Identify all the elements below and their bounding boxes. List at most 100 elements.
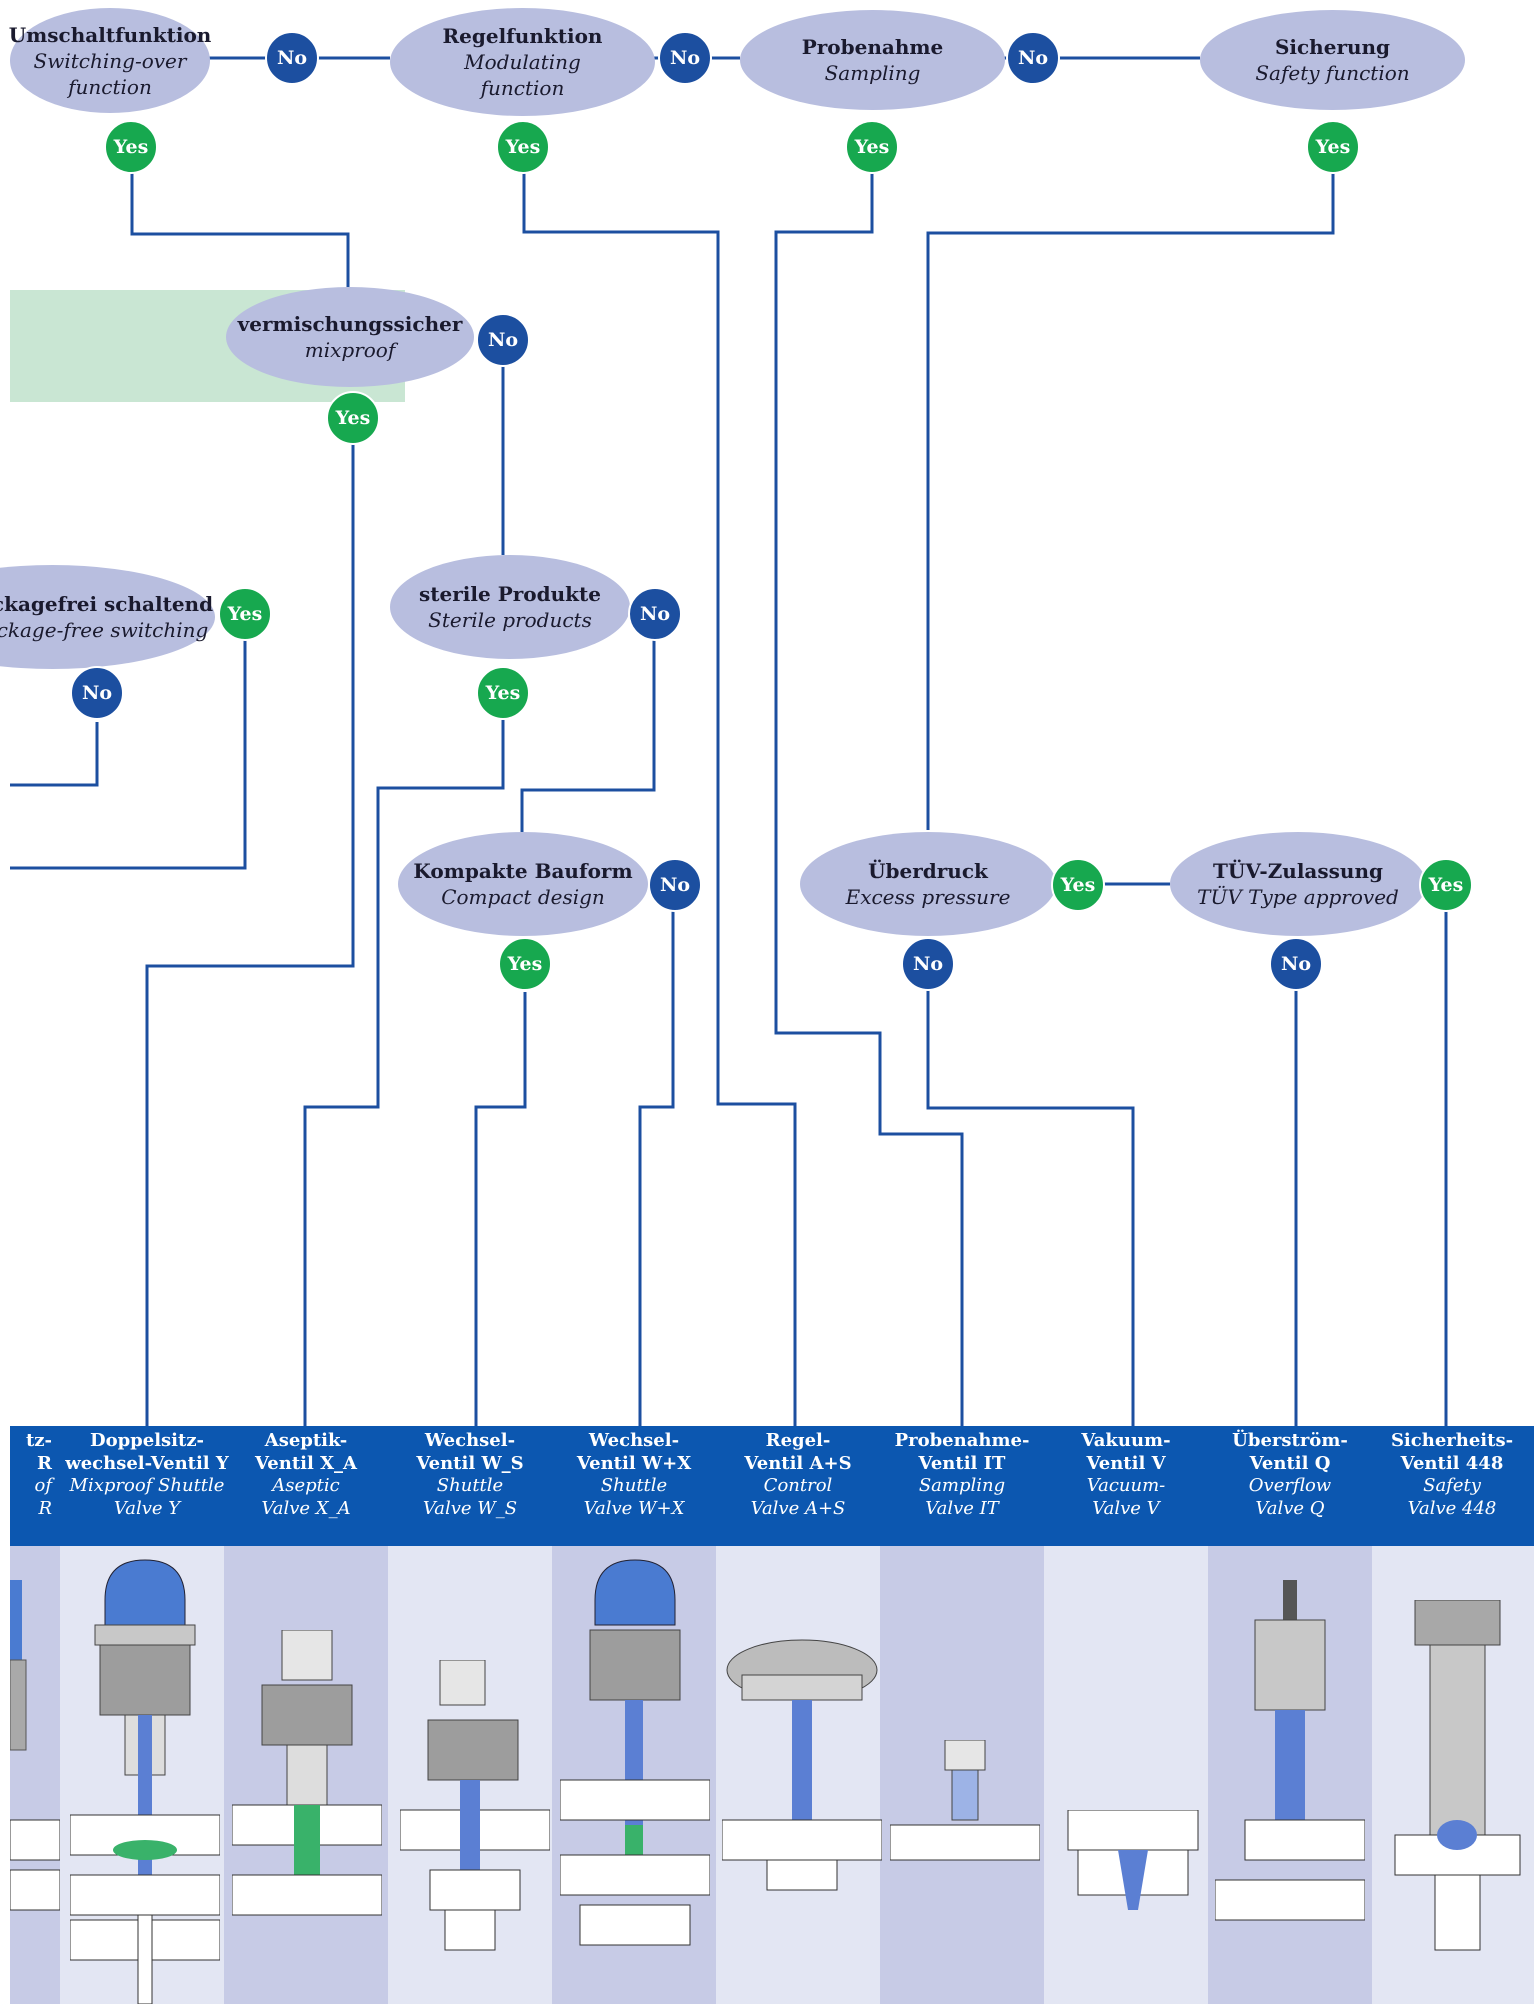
node-compact-de: Kompakte Bauform <box>413 859 633 883</box>
node-leakage-en: ckage-free switching <box>0 618 209 642</box>
col-head-2-de1: Aseptik- <box>264 1430 348 1451</box>
badge-no: No <box>265 31 319 85</box>
col-head-7-de2: Ventil V <box>1086 1452 1166 1474</box>
col-head-8-en2: Valve Q <box>1255 1497 1325 1519</box>
col-head-1: Doppelsitz- wechsel-Ventil Y Mixproof Sh… <box>62 1430 232 1520</box>
link-compact-no <box>638 910 675 1426</box>
col-head-9: Sicherheits- Ventil 448 Safety Valve 448 <box>1372 1430 1532 1520</box>
valve-ws-illustration <box>400 1660 550 1951</box>
col-head-1-de1: Doppelsitz- <box>89 1430 205 1451</box>
node-sampling-en: Sampling <box>824 61 921 85</box>
badge-no: No <box>70 666 124 720</box>
col-head-4-en1: Shuttle <box>600 1475 668 1496</box>
node-modulating-en1: Modulating <box>464 50 581 74</box>
valve-q-illustration <box>1215 1580 1365 1921</box>
col-head-0-de2: R <box>37 1452 52 1474</box>
node-sterile: sterile Produkte Sterile products <box>390 555 630 659</box>
col-head-5: Regel- Ventil A+S Control Valve A+S <box>718 1430 878 1520</box>
node-mixproof-en: mixproof <box>304 338 396 362</box>
node-switching-en1: Switching-over <box>33 48 187 73</box>
badge-no: No <box>901 937 955 991</box>
col-head-0-de1: tz- <box>25 1430 52 1451</box>
node-leakage-de: ckagefrei schaltend <box>0 592 214 616</box>
node-tuv: TÜV-Zulassung TÜV Type approved <box>1170 832 1426 936</box>
valve-y-illustration <box>70 1559 220 2004</box>
col-head-3-en2: Valve W_S <box>422 1497 518 1519</box>
col-head-0-en2: R <box>38 1497 52 1519</box>
col-head-7-en2: Valve V <box>1092 1497 1160 1519</box>
col-head-4-de1: Wechsel- <box>588 1430 680 1451</box>
badge-yes: Yes <box>1419 858 1473 912</box>
col-head-2-en1: Aseptic <box>272 1475 340 1496</box>
node-switching: Umschaltfunktion Switching-over function <box>8 8 212 113</box>
col-head-8: Überström- Ventil Q Overflow Valve Q <box>1210 1430 1370 1520</box>
col-head-2-de2: Ventil X_A <box>254 1452 358 1474</box>
badge-yes: Yes <box>218 587 272 641</box>
col-head-1-de2: wechsel-Ventil Y <box>65 1452 229 1474</box>
valve-448-illustration <box>1394 1600 1521 1951</box>
badge-no: No <box>1006 31 1060 85</box>
valve-header-band <box>10 1426 1534 1546</box>
col-head-5-de1: Regel- <box>765 1430 831 1451</box>
node-mixproof-de: vermischungssicher <box>237 312 463 336</box>
node-switching-de: Umschaltfunktion <box>8 22 212 47</box>
node-modulating-en2: function <box>480 76 565 100</box>
badge-yes: Yes <box>104 120 158 174</box>
valve-as-illustration <box>722 1639 882 1891</box>
node-sampling-de: Probenahme <box>801 35 944 59</box>
col-head-1-en2: Valve Y <box>113 1497 181 1519</box>
badge-no: No <box>628 587 682 641</box>
col-head-5-en1: Control <box>763 1475 833 1496</box>
node-compact-en: Compact design <box>441 885 605 909</box>
link-sampling-yes <box>774 172 964 1426</box>
col-head-6-en1: Sampling <box>918 1475 1006 1496</box>
col-head-9-en2: Valve 448 <box>1407 1497 1497 1519</box>
valve-it-illustration <box>890 1740 1040 1861</box>
col-head-4-de2: Ventil W+X <box>576 1452 692 1474</box>
badge-no: No <box>476 313 530 367</box>
valve-xa-illustration <box>232 1630 382 1916</box>
link-safety-yes <box>926 172 1335 830</box>
node-safety-de: Sicherung <box>1274 35 1391 59</box>
col-head-1-en1: Mixproof Shuttle <box>69 1475 225 1496</box>
node-excess-de: Überdruck <box>868 859 988 883</box>
col-head-0: tz- R of R <box>0 1430 52 1520</box>
col-head-9-de2: Ventil 448 <box>1400 1452 1504 1474</box>
col-head-4: Wechsel- Ventil W+X Shuttle Valve W+X <box>554 1430 714 1520</box>
valve-r-illustration <box>10 1580 60 1911</box>
col-head-8-de1: Überström- <box>1232 1430 1348 1451</box>
col-head-9-en1: Safety <box>1423 1475 1481 1496</box>
badge-yes: Yes <box>1306 120 1360 174</box>
badge-yes: Yes <box>498 937 552 991</box>
link-mixproof-yes <box>145 444 355 1426</box>
col-head-2: Aseptik- Ventil X_A Aseptic Valve X_A <box>226 1430 386 1520</box>
link-leak-no <box>10 722 99 787</box>
badge-yes: Yes <box>326 391 380 445</box>
col-head-3: Wechsel- Ventil W_S Shuttle Valve W_S <box>390 1430 550 1520</box>
node-safety-en: Safety function <box>1255 61 1410 85</box>
link-compact-yes <box>474 992 527 1426</box>
badge-yes: Yes <box>845 120 899 174</box>
badge-no: No <box>1269 937 1323 991</box>
node-excess: Überdruck Excess pressure <box>800 832 1056 936</box>
badge-no: No <box>648 858 702 912</box>
node-compact: Kompakte Bauform Compact design <box>398 832 648 936</box>
col-head-3-de2: Ventil W_S <box>416 1452 524 1474</box>
col-head-3-en1: Shuttle <box>436 1475 504 1496</box>
link-switch-yes <box>130 170 350 287</box>
node-sterile-de: sterile Produkte <box>419 582 601 606</box>
node-tuv-en: TÜV Type approved <box>1197 885 1399 909</box>
node-mixproof: vermischungssicher mixproof <box>226 287 474 387</box>
link-leak-yes <box>10 638 247 870</box>
node-sampling: Probenahme Sampling <box>740 10 1005 110</box>
col-head-5-de2: Ventil A+S <box>744 1452 852 1474</box>
badge-yes: Yes <box>476 666 530 720</box>
node-excess-en: Excess pressure <box>845 885 1011 909</box>
col-head-7-en1: Vacuum- <box>1086 1475 1166 1496</box>
col-head-7: Vakuum- Ventil V Vacuum- Valve V <box>1046 1430 1206 1520</box>
col-head-2-en2: Valve X_A <box>261 1497 351 1519</box>
link-excess-no <box>926 990 1135 1426</box>
col-head-4-en2: Valve W+X <box>583 1497 685 1519</box>
link-mod-yes <box>522 172 797 1426</box>
